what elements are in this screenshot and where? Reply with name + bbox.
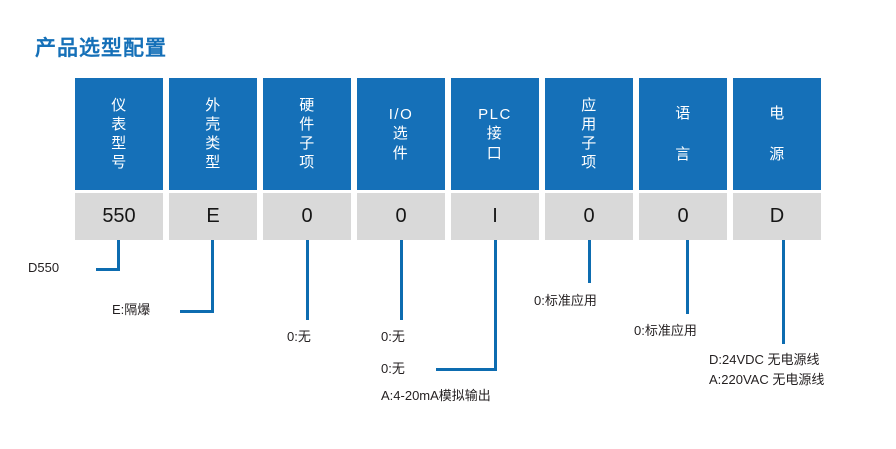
header-char: 源	[769, 146, 785, 163]
page-title: 产品选型配置	[35, 37, 167, 60]
header-char: 件	[392, 144, 410, 162]
header-char: 接	[486, 125, 504, 143]
note-column-1: D550	[28, 260, 60, 275]
leader-line-1-vertical	[117, 240, 120, 271]
note-column-6: 0:标准应用	[534, 293, 597, 308]
header-char: 外	[205, 96, 221, 114]
config-column-5[interactable]: PLC 接 口 I	[451, 78, 539, 240]
column-value-8[interactable]: D	[733, 193, 821, 240]
leader-line-2-horizontal	[180, 310, 214, 313]
note-column-4-line1: 0:无	[381, 329, 405, 344]
column-header-4: I/O 选 件	[357, 78, 445, 190]
header-char: 电	[769, 104, 785, 122]
header-char: 硬	[299, 96, 315, 114]
header-char: PLC	[478, 106, 512, 124]
note-column-8-line2: A:220VAC 无电源线	[709, 372, 825, 387]
leader-line-7-vertical	[686, 240, 689, 314]
leader-line-5-horizontal	[436, 368, 497, 371]
leader-line-8-vertical	[782, 240, 785, 344]
column-header-2: 外 壳 类 型	[169, 78, 257, 190]
column-value-6[interactable]: 0	[545, 193, 633, 240]
leader-line-3-vertical	[306, 240, 309, 320]
leader-line-1-horizontal	[96, 268, 120, 271]
header-char: 语	[675, 104, 691, 122]
header-char: 型	[111, 135, 127, 152]
header-char: I/O	[388, 106, 414, 124]
config-column-7[interactable]: 语 言 0	[639, 78, 727, 240]
note-column-7: 0:标准应用	[634, 323, 697, 338]
header-char: 选	[392, 125, 410, 143]
note-column-5-line1: 0:无	[381, 361, 405, 376]
note-column-2: E:隔爆	[112, 302, 151, 317]
header-char: 号	[111, 154, 127, 172]
header-char: 应	[581, 96, 597, 114]
column-value-5[interactable]: I	[451, 193, 539, 240]
header-char: 子	[581, 135, 597, 152]
header-char: 子	[299, 135, 315, 152]
leader-line-5-vertical	[494, 240, 497, 371]
column-header-5: PLC 接 口	[451, 78, 539, 190]
config-column-4[interactable]: I/O 选 件 0	[357, 78, 445, 240]
config-column-6[interactable]: 应 用 子 项 0	[545, 78, 633, 240]
header-char: 仪	[111, 96, 127, 114]
config-column-3[interactable]: 硬 件 子 项 0	[263, 78, 351, 240]
leader-line-2-vertical	[211, 240, 214, 313]
column-value-1[interactable]: 550	[75, 193, 163, 240]
note-column-8-line1: D:24VDC 无电源线	[709, 352, 820, 367]
header-char: 言	[675, 146, 691, 163]
config-column-2[interactable]: 外 壳 类 型 E	[169, 78, 257, 240]
column-header-6: 应 用 子 项	[545, 78, 633, 190]
header-char: 类	[205, 135, 221, 152]
header-char: 口	[486, 144, 504, 162]
config-column-8[interactable]: 电 源 D	[733, 78, 821, 240]
column-value-2[interactable]: E	[169, 193, 257, 240]
column-value-4[interactable]: 0	[357, 193, 445, 240]
header-char: 壳	[205, 115, 221, 133]
leader-line-6-vertical	[588, 240, 591, 283]
note-column-5-line2: A:4-20mA模拟输出	[381, 388, 491, 403]
leader-line-4-vertical	[400, 240, 403, 320]
column-value-7[interactable]: 0	[639, 193, 727, 240]
column-header-3: 硬 件 子 项	[263, 78, 351, 190]
note-column-3: 0:无	[287, 329, 311, 344]
column-header-8: 电 源	[733, 78, 821, 190]
header-char: 项	[581, 154, 597, 172]
column-header-1: 仪 表 型 号	[75, 78, 163, 190]
config-column-1[interactable]: 仪 表 型 号 550	[75, 78, 163, 240]
header-char: 型	[205, 154, 221, 172]
column-header-7: 语 言	[639, 78, 727, 190]
header-char: 件	[299, 115, 315, 133]
header-char: 表	[111, 115, 127, 133]
header-char: 项	[299, 154, 315, 172]
header-char: 用	[581, 115, 597, 133]
column-value-3[interactable]: 0	[263, 193, 351, 240]
